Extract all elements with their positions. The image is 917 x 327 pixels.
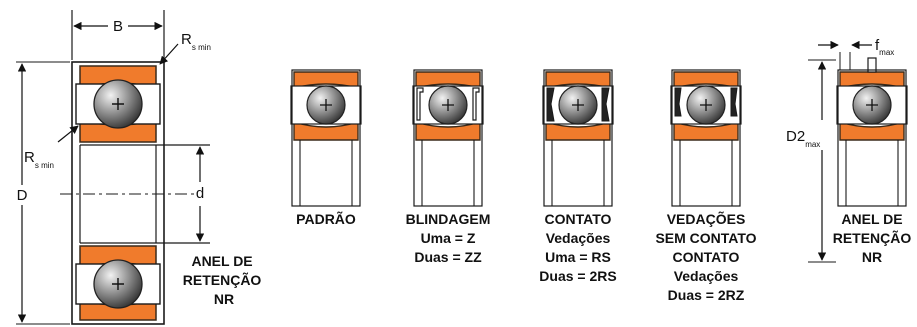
bearing-outline: [543, 69, 613, 207]
dim-r-top-label: Rs min: [181, 31, 211, 52]
main-caption: ANEL DE RETENÇÃO NR: [183, 253, 265, 307]
bearing-sem-contato: [670, 69, 742, 207]
nr-dimensions: fmax D2max: [786, 37, 894, 263]
inner-ring: [293, 121, 359, 141]
seal: [546, 87, 555, 122]
main-bottom-rings: [75, 245, 161, 321]
dim-d-bore-label: d: [196, 185, 204, 202]
inner-ring: [673, 121, 739, 141]
bearing-contato: [542, 69, 614, 207]
bearing-outline: [671, 69, 741, 207]
ball-cross: [866, 99, 878, 111]
seal: [674, 87, 682, 117]
seal: [601, 87, 610, 122]
main-bearing-section: B Rs min Rs min D d: [16, 10, 211, 325]
bearing-outline: [291, 69, 361, 207]
dim-d2-label: D2max: [786, 128, 820, 149]
inner-ring: [839, 121, 905, 141]
seal: [730, 87, 738, 117]
shield: [472, 87, 480, 121]
dim-f-label: fmax: [875, 37, 894, 57]
bearing-padrao: [290, 69, 362, 207]
bearing-outline: [413, 69, 483, 207]
bearing-outline: [837, 69, 907, 207]
dim-d-outer-label: D: [17, 187, 28, 204]
bearing-blindagem: [412, 69, 484, 207]
shield: [416, 87, 424, 121]
snap-ring: [867, 57, 877, 73]
inner-ring: [415, 121, 481, 141]
dim-b-label: B: [113, 18, 123, 35]
bearing-padrao-caption: PADRÃO: [296, 210, 356, 227]
ball-cross: [572, 99, 584, 111]
bearing-nr: [836, 57, 908, 207]
dim-r-left-label: Rs min: [24, 149, 54, 170]
main-top-rings: [75, 65, 161, 143]
ball-cross: [700, 99, 712, 111]
main-bearing-outline: [71, 61, 165, 325]
ball-cross: [442, 99, 454, 111]
ball-cross: [320, 99, 332, 111]
inner-ring: [545, 121, 611, 141]
